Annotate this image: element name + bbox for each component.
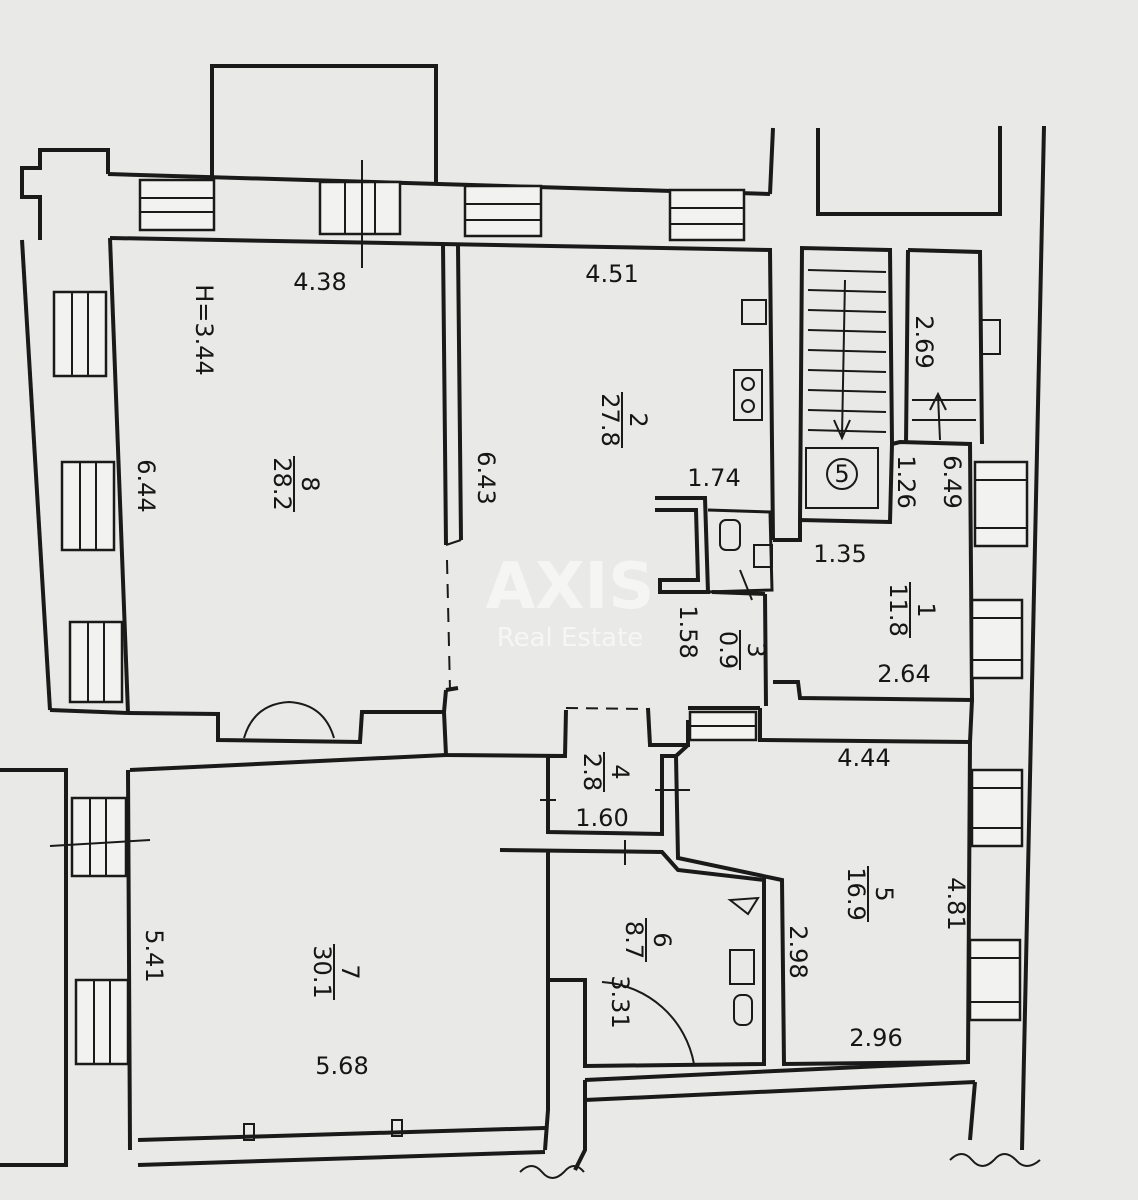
room-labels: 8 28.2 2 27.8 3 0.9 1 11.8 4 2.8 5 16.9 (268, 392, 940, 1000)
room-number: 7 (336, 964, 364, 979)
room-number: 5 (870, 886, 898, 901)
toilet-icon-2 (733, 994, 753, 1026)
room-area: 2.8 (578, 753, 606, 791)
height-label: H=3.44 (190, 284, 218, 376)
room-6-label: 6 8.7 (620, 918, 676, 962)
room-number: 3 (742, 642, 770, 657)
watermark-subtitle: Real Estate (497, 623, 644, 653)
staircase: 5 (805, 269, 976, 509)
room-area: 8.7 (620, 921, 648, 959)
room-number: 6 (648, 932, 676, 947)
dim-3.31: 3.31 (606, 975, 634, 1028)
dim-1.26: 1.26 (892, 455, 920, 508)
dim-2.69: 2.69 (910, 315, 938, 368)
room-area: 16.9 (842, 867, 870, 920)
room-area: 28.2 (268, 457, 296, 510)
dim-1.35: 1.35 (813, 540, 866, 568)
toilet-icon (719, 519, 741, 551)
room-number: 1 (912, 602, 940, 617)
dim-2.96: 2.96 (849, 1024, 902, 1052)
counter-icon (741, 299, 767, 325)
room-number: 2 (624, 412, 652, 427)
walls (0, 64, 1046, 1179)
room-3-label: 3 0.9 (714, 630, 770, 670)
dim-6.43: 6.43 (472, 451, 500, 504)
dim-4.81: 4.81 (942, 877, 970, 930)
room-2-label: 2 27.8 (596, 392, 652, 448)
sink-icon (753, 544, 773, 568)
stair-marker: 5 (834, 460, 849, 488)
dimension-labels: 4.38 4.51 1.74 1.35 2.64 4.44 1.60 2.96 … (132, 260, 970, 1080)
room-number: 4 (606, 764, 634, 779)
dim-4.38: 4.38 (293, 268, 346, 296)
dim-6.49: 6.49 (938, 455, 966, 508)
stove-icon (733, 369, 763, 421)
room-number: 8 (296, 476, 324, 491)
room-8-label: 8 28.2 (268, 456, 324, 512)
dim-2.98: 2.98 (784, 925, 812, 978)
dim-4.44: 4.44 (837, 744, 890, 772)
room-area: 11.8 (884, 583, 912, 636)
room-area: 27.8 (596, 393, 624, 446)
dim-5.41: 5.41 (140, 929, 168, 982)
dim-1.74: 1.74 (687, 464, 740, 492)
windows (52, 178, 1029, 1066)
room-5-label: 5 16.9 (842, 866, 898, 922)
dim-4.51: 4.51 (585, 260, 638, 288)
fixtures (49, 160, 773, 1141)
door-swing (601, 981, 695, 1065)
dim-1.60: 1.60 (575, 804, 628, 832)
room-1-label: 1 11.8 (884, 582, 940, 638)
room-4-label: 4 2.8 (578, 752, 634, 792)
dim-5.68: 5.68 (315, 1052, 368, 1080)
dim-6.44: 6.44 (132, 459, 160, 512)
room-area: 30.1 (308, 945, 336, 998)
sink-icon-2 (729, 949, 755, 985)
dim-2.64: 2.64 (877, 660, 930, 688)
room-area: 0.9 (714, 631, 742, 669)
watermark: AXIS Real Estate (486, 550, 655, 653)
watermark-brand: AXIS (486, 550, 655, 624)
room-7-label: 7 30.1 (308, 944, 364, 1000)
dim-1.58: 1.58 (674, 605, 702, 658)
